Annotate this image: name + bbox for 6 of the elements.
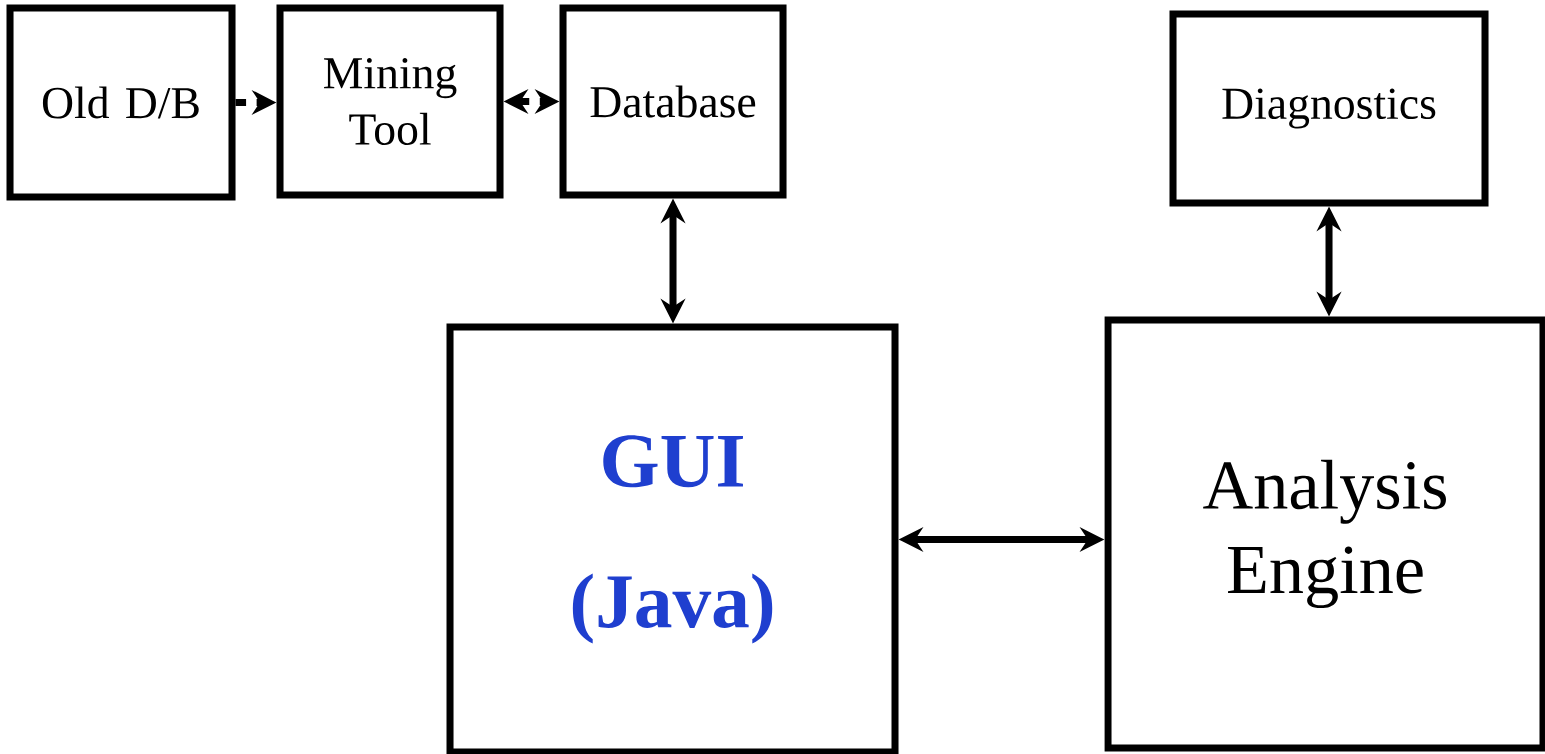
process-box: Database bbox=[559, 4, 787, 199]
process-box: Diagnostics bbox=[1169, 10, 1489, 207]
process-box: GUI (Java) bbox=[446, 323, 899, 754]
process-box: Mining Tool bbox=[276, 4, 504, 199]
process-box: Analysis Engine bbox=[1104, 316, 1545, 752]
process-box: Old D/B bbox=[6, 4, 236, 201]
